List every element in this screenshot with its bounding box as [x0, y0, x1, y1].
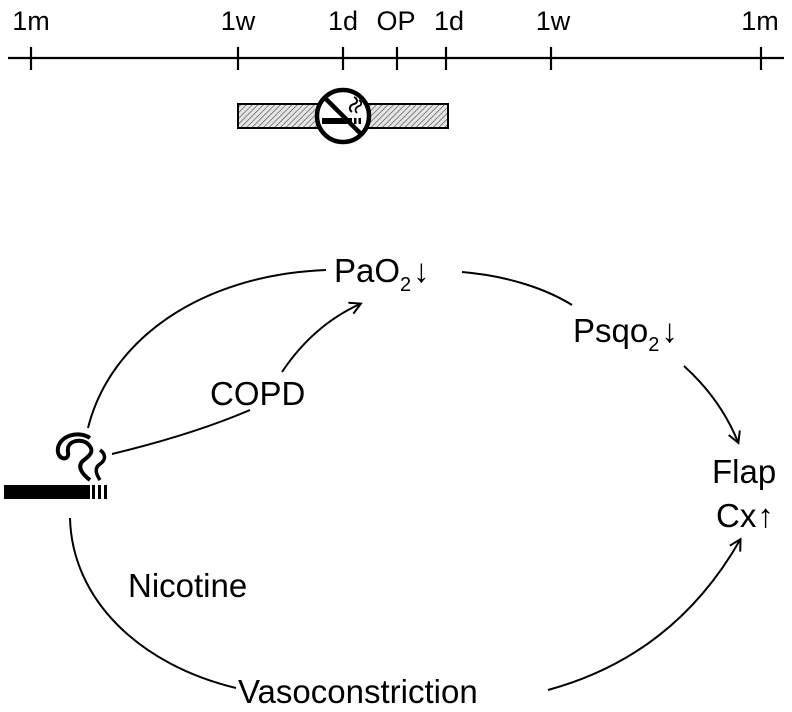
tick-label-op: OP	[376, 6, 415, 36]
timeline-tick-labels: 1m 1w 1d OP 1d 1w 1m	[12, 6, 779, 36]
node-pao2: PaO2↓	[334, 252, 430, 296]
svg-text:PaO2↓: PaO2↓	[334, 252, 430, 296]
arc-pao2-to-psqo2	[461, 271, 573, 306]
node-psqo2: Psqo2↓	[573, 312, 678, 356]
node-cx: Cx↑	[716, 497, 774, 534]
tick-label-1m-post: 1m	[741, 6, 779, 36]
tick-label-1w-post: 1w	[536, 6, 571, 36]
svg-text:Psqo2↓: Psqo2↓	[573, 312, 678, 356]
cx-label: Cx	[716, 497, 757, 534]
arc-psqo2-to-flap	[683, 365, 738, 442]
tick-label-1m-pre: 1m	[12, 6, 50, 36]
flap-label: Flap	[712, 453, 776, 490]
cigarette-icon	[4, 432, 107, 499]
arc-copd-to-pao2	[281, 304, 360, 373]
psqo2-down-arrow: ↓	[661, 312, 678, 349]
timeline: 1m 1w 1d OP 1d 1w 1m	[8, 6, 784, 145]
svg-text:Cx↑: Cx↑	[716, 497, 774, 534]
pathway-arrows	[69, 269, 740, 691]
tick-label-1d-post: 1d	[434, 6, 464, 36]
psqo2-subscript: 2	[648, 334, 659, 356]
cx-up-arrow: ↑	[757, 497, 774, 534]
tick-label-1w-pre: 1w	[221, 6, 256, 36]
copd-label: COPD	[210, 375, 305, 412]
tick-label-1d-pre: 1d	[328, 6, 358, 36]
arc-cigarette-to-vasoconstriction	[69, 517, 237, 689]
arc-vasoconstriction-to-cx	[547, 540, 740, 691]
pao2-subscript: 2	[400, 274, 411, 296]
nicotine-label: Nicotine	[128, 567, 247, 604]
timeline-ticks	[29, 47, 763, 70]
vasoconstriction-label: Vasoconstriction	[238, 673, 478, 710]
pao2-label: PaO	[334, 252, 400, 289]
arc-cigarette-to-copd	[111, 409, 251, 455]
psqo2-label: Psqo	[573, 312, 648, 349]
no-smoking-icon	[314, 87, 372, 145]
pao2-down-arrow: ↓	[413, 252, 430, 289]
arc-cigarette-to-pao2	[87, 269, 327, 429]
